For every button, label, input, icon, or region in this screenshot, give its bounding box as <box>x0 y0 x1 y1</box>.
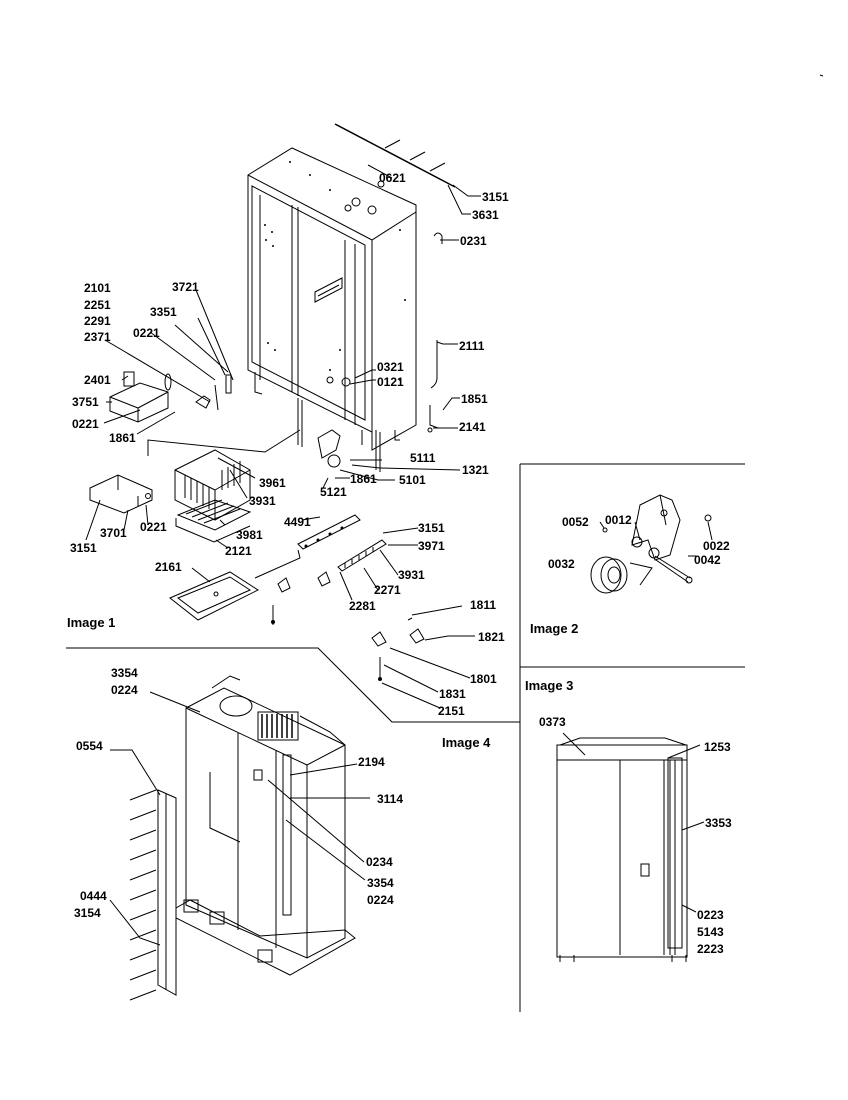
part-label: 3114 <box>377 792 403 806</box>
part-label: 3961 <box>259 476 286 490</box>
leader-lines-image1 <box>85 164 481 709</box>
part-label: 0554 <box>76 739 103 753</box>
part-label: 3353 <box>705 816 732 830</box>
panel-labels: Image 1 Image 2 Image 3 Image 4 <box>67 615 578 750</box>
part-label: 3351 <box>150 305 177 319</box>
part-label: 5111 <box>410 451 436 465</box>
part-label: 0221 <box>133 326 160 340</box>
part-label: 2291 <box>84 314 111 328</box>
part-label: 3971 <box>418 539 445 553</box>
part-label: 3721 <box>172 280 199 294</box>
part-label: 0621 <box>379 171 406 185</box>
heater-grill-assembly <box>174 449 252 543</box>
part-label: 0321 <box>377 360 404 374</box>
part-label: 2141 <box>459 420 486 434</box>
part-label: 0224 <box>367 893 394 907</box>
part-label: 3751 <box>72 395 99 409</box>
part-label: 0231 <box>460 234 487 248</box>
part-label: 3151 <box>482 190 509 204</box>
panel-label-image4: Image 4 <box>442 735 491 750</box>
part-label: 1851 <box>461 392 488 406</box>
side-panel-3151 <box>89 474 153 514</box>
part-label: 3151 <box>418 521 445 535</box>
part-label: 2194 <box>358 755 385 769</box>
rear-view-cabinet <box>109 675 370 1001</box>
part-label: 5101 <box>399 473 426 487</box>
part-label: 0022 <box>703 539 730 553</box>
part-label: 1253 <box>704 740 731 754</box>
front-view-cabinet <box>556 732 705 962</box>
part-label: 2121 <box>225 544 252 558</box>
part-label: 2281 <box>349 599 376 613</box>
part-label: 0224 <box>111 683 138 697</box>
part-label: 3701 <box>100 526 127 540</box>
evaporator-bracket-assembly <box>109 371 232 423</box>
part-label: 0221 <box>140 520 167 534</box>
part-label: 2101 <box>84 281 111 295</box>
part-label: 4491 <box>284 515 311 529</box>
panel-dividers <box>66 74 824 1012</box>
part-label: 0444 <box>80 889 107 903</box>
part-label: 0223 <box>697 908 724 922</box>
part-number-labels: 0621 3151 3631 0231 2111 1851 2141 0321 … <box>70 171 732 956</box>
part-label: 0234 <box>366 855 393 869</box>
hinge-parts <box>371 617 425 681</box>
part-label: 2401 <box>84 373 111 387</box>
part-label: 3354 <box>367 876 394 890</box>
part-label: 3154 <box>74 906 101 920</box>
part-label: 0012 <box>605 513 632 527</box>
panel-label-image3: Image 3 <box>525 678 573 693</box>
part-label: 0121 <box>377 375 404 389</box>
motor-bracket-assembly <box>590 494 713 594</box>
part-label: 3151 <box>70 541 97 555</box>
part-label: 2271 <box>374 583 401 597</box>
part-label: 2371 <box>84 330 111 344</box>
drip-tray <box>169 571 260 621</box>
part-label: 1321 <box>462 463 489 477</box>
panel-label-image1: Image 1 <box>67 615 115 630</box>
part-label: 1821 <box>478 630 505 644</box>
part-label: 0221 <box>72 417 99 431</box>
part-label: 3931 <box>249 494 276 508</box>
part-label: 1811 <box>470 598 496 612</box>
part-label: 2161 <box>155 560 182 574</box>
part-label: 2111 <box>459 339 485 353</box>
part-label: 0052 <box>562 515 589 529</box>
drain-rail-assembly <box>271 429 387 625</box>
part-label: 0032 <box>548 557 575 571</box>
part-label: 3981 <box>236 528 263 542</box>
part-label: 2251 <box>84 298 111 312</box>
part-label: 0373 <box>539 715 566 729</box>
part-label: 3931 <box>398 568 425 582</box>
part-label: 3631 <box>472 208 499 222</box>
part-label: 2151 <box>438 704 465 718</box>
part-label: 5143 <box>697 925 724 939</box>
part-label: 2223 <box>697 942 724 956</box>
part-label: 1861 <box>350 472 377 486</box>
part-label: 1861 <box>109 431 136 445</box>
part-label: 3354 <box>111 666 138 680</box>
part-label: 1831 <box>439 687 466 701</box>
part-label: 0042 <box>694 553 721 567</box>
cabinet-main <box>247 123 456 472</box>
part-label: 1801 <box>470 672 497 686</box>
part-label: 5121 <box>320 485 347 499</box>
panel-label-image2: Image 2 <box>530 621 578 636</box>
